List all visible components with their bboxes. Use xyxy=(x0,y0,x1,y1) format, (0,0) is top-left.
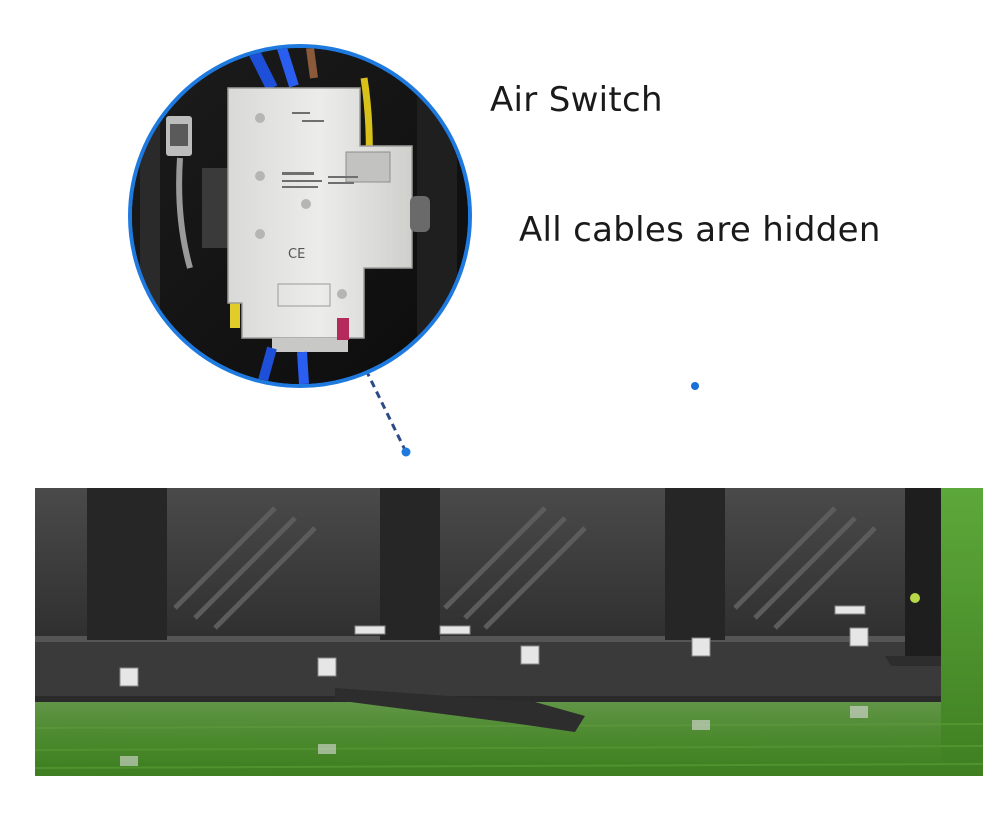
air-switch-closeup: CE xyxy=(128,44,472,388)
air-switch-title: Air Switch xyxy=(490,80,663,120)
svg-text:CE: CE xyxy=(288,247,305,262)
led-cabinet-rear-photo xyxy=(35,488,983,776)
led-cabinet-photo xyxy=(35,488,983,776)
cables-hidden-caption: All cables are hidden xyxy=(519,210,881,250)
air-switch-closeup-photo: CE xyxy=(132,48,468,384)
accent-dot xyxy=(691,382,699,390)
